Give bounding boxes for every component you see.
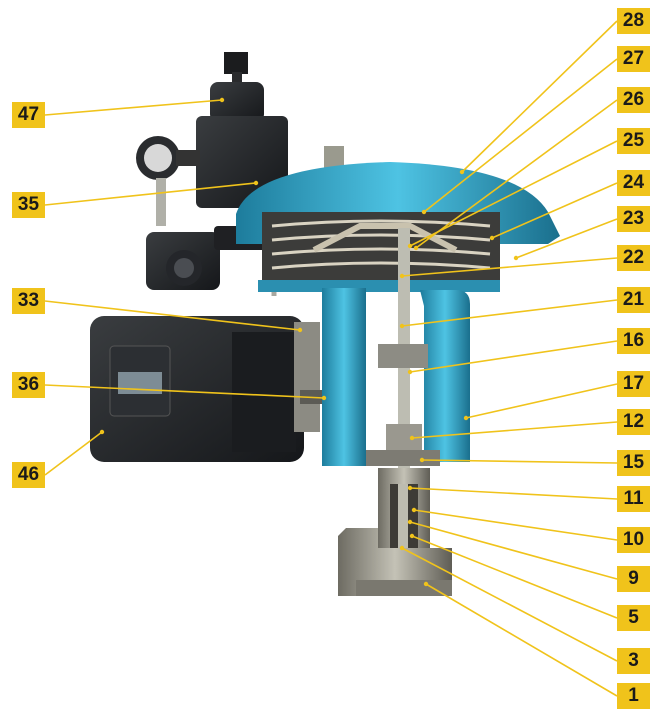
label-35: 35 [12, 192, 45, 218]
leader-line-17 [465, 383, 618, 419]
label-16: 16 [617, 328, 650, 354]
label-33: 33 [12, 288, 45, 314]
leader-dot-15 [419, 457, 425, 463]
label-3: 3 [617, 648, 650, 674]
leader-line-11 [409, 487, 618, 500]
label-5: 5 [617, 605, 650, 631]
label-23: 23 [617, 206, 650, 232]
leader-line-1 [425, 583, 618, 697]
label-28: 28 [617, 8, 650, 34]
leader-dot-22 [399, 273, 405, 279]
leader-dot-10 [411, 507, 417, 513]
leader-dot-11 [407, 485, 413, 491]
leader-dot-16 [407, 369, 413, 375]
label-26: 26 [617, 87, 650, 113]
label-15: 15 [617, 450, 650, 476]
valve-body [338, 468, 452, 596]
leader-dot-21 [399, 323, 405, 329]
label-22: 22 [617, 245, 650, 271]
leader-dot-24 [489, 235, 495, 241]
leader-dot-1 [423, 581, 429, 587]
leader-line-16 [409, 340, 618, 373]
leader-dot-25 [407, 243, 413, 249]
label-10: 10 [617, 527, 650, 553]
leader-line-5 [411, 535, 618, 619]
label-46: 46 [12, 462, 45, 488]
label-24: 24 [617, 170, 650, 196]
leader-dot-33 [297, 327, 303, 333]
leader-dot-23 [513, 255, 519, 261]
leader-dot-17 [463, 415, 469, 421]
label-1: 1 [617, 683, 650, 709]
label-25: 25 [617, 128, 650, 154]
leader-dot-3 [399, 545, 405, 551]
leader-dot-26 [413, 245, 419, 251]
label-21: 21 [617, 287, 650, 313]
leader-line-27 [423, 58, 618, 213]
leader-line-24 [491, 182, 618, 239]
leader-dot-36 [321, 395, 327, 401]
leader-line-9 [409, 521, 618, 580]
positioner [90, 316, 362, 462]
leader-line-15 [421, 459, 618, 464]
leader-line-47 [44, 99, 223, 116]
leader-dot-28 [459, 169, 465, 175]
label-12: 12 [617, 409, 650, 435]
leader-dot-27 [421, 209, 427, 215]
leader-dot-35 [253, 180, 259, 186]
leader-dot-12 [409, 435, 415, 441]
stem-and-yoke [366, 228, 440, 468]
label-47: 47 [12, 102, 45, 128]
label-27: 27 [617, 46, 650, 72]
leader-line-22 [401, 257, 618, 277]
label-17: 17 [617, 371, 650, 397]
label-11: 11 [617, 486, 650, 512]
leader-line-23 [515, 218, 618, 259]
leader-line-35 [44, 182, 257, 206]
leader-line-28 [461, 20, 618, 173]
leader-line-25 [409, 140, 618, 247]
leader-line-12 [411, 421, 618, 439]
leader-line-21 [401, 299, 618, 327]
leader-line-33 [44, 300, 301, 331]
leader-dot-47 [219, 97, 225, 103]
leader-line-26 [415, 99, 618, 249]
leader-dot-5 [409, 533, 415, 539]
leader-line-36 [44, 384, 325, 399]
leader-dot-46 [99, 429, 105, 435]
leader-line-10 [413, 509, 618, 541]
label-9: 9 [617, 566, 650, 592]
leader-line-3 [401, 547, 618, 662]
leader-dot-9 [407, 519, 413, 525]
label-36: 36 [12, 372, 45, 398]
leader-line-46 [44, 431, 103, 476]
